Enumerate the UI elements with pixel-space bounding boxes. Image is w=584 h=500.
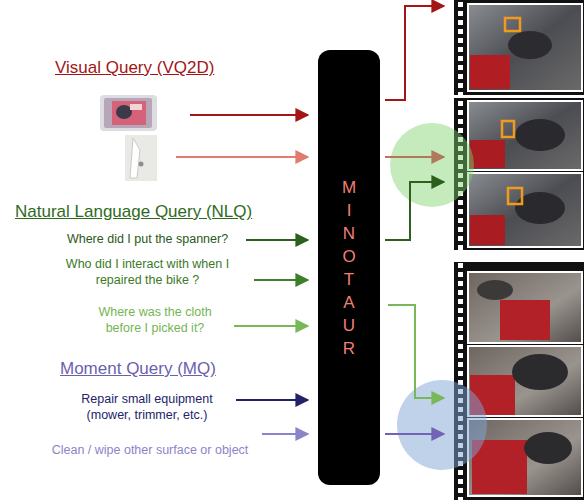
section-heading: Visual Query (VQ2D) <box>55 57 255 78</box>
model-box: MINOTAUR <box>318 50 380 485</box>
highlight-circle <box>390 123 474 207</box>
query-image <box>125 135 157 181</box>
query-text: Where did I put the spanner? <box>50 232 245 248</box>
query-text: Repair small equipment (mower, trimmer, … <box>62 392 232 423</box>
query-text: Who did I interact with when I repaired … <box>45 257 250 288</box>
highlight-circle <box>397 380 487 470</box>
query-text: Clean / wipe other surface or object <box>35 443 265 459</box>
query-image <box>100 95 157 131</box>
section-heading: Natural Language Query (NLQ) <box>15 201 305 222</box>
result-arrows <box>385 6 444 434</box>
section-heading: Moment Query (MQ) <box>60 358 250 379</box>
query-text: Where was the cloth before I picked it? <box>85 305 225 336</box>
model-name: MINOTAUR <box>341 176 356 360</box>
